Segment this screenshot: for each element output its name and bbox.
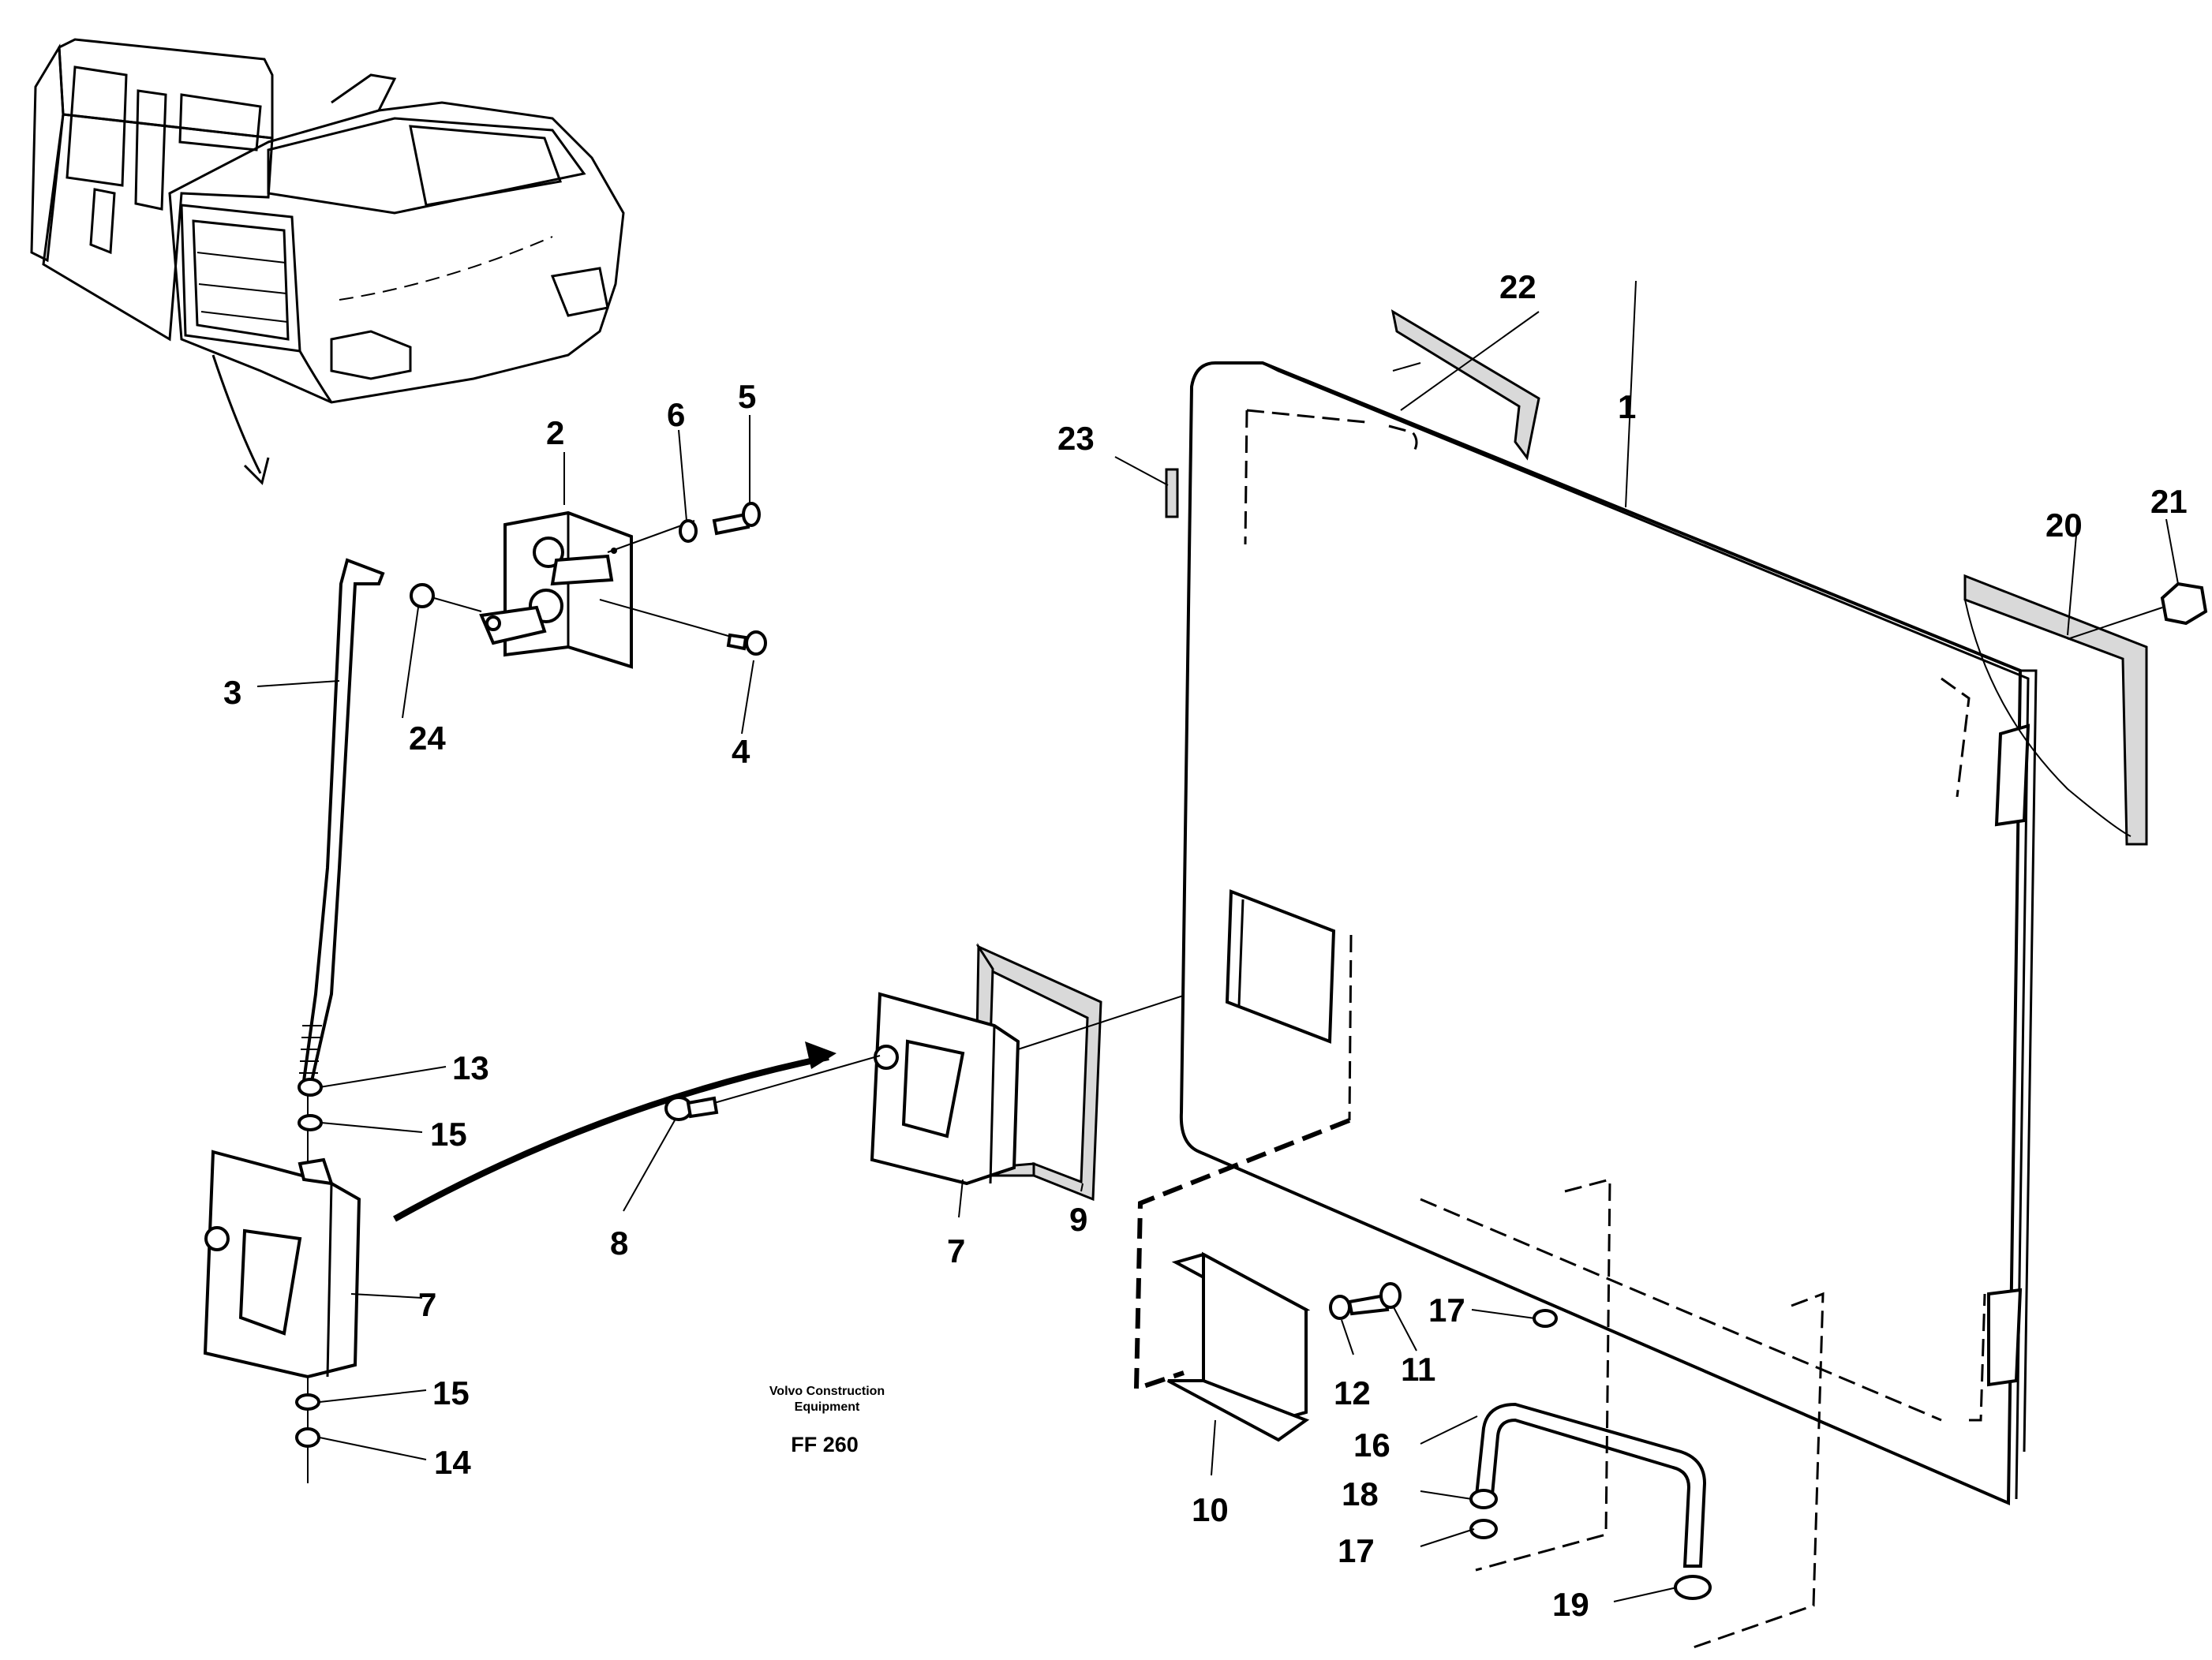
- callout-17-lower: 17: [1338, 1532, 1375, 1569]
- latch-assembly: [410, 502, 767, 669]
- callout-18: 18: [1342, 1475, 1379, 1512]
- callout-7-right: 7: [947, 1232, 965, 1269]
- movement-arrow: [393, 1041, 837, 1222]
- handle-left: [203, 1150, 361, 1379]
- callout-4: 4: [732, 733, 750, 770]
- callout-23: 23: [1057, 420, 1095, 457]
- callout-8: 8: [610, 1224, 628, 1262]
- pull-handle-assembly: [1469, 1178, 1825, 1651]
- callout-7-left: 7: [418, 1286, 436, 1323]
- callout-labels: 1 2 3 4 5 6 7 7 8 9 10 11 12 13 14 15 15…: [223, 268, 2188, 1623]
- callout-2: 2: [546, 414, 564, 451]
- caption-company-line1: Volvo Construction: [769, 1385, 885, 1398]
- callout-22: 22: [1499, 268, 1536, 305]
- callout-9: 9: [1069, 1201, 1087, 1238]
- door-panel: [1133, 361, 2038, 1506]
- callout-13: 13: [452, 1049, 489, 1086]
- callout-17-upper: 17: [1428, 1292, 1465, 1329]
- callout-11: 11: [1401, 1351, 1435, 1388]
- callout-21: 21: [2150, 483, 2188, 520]
- bracket-assembly: [1167, 1251, 1402, 1442]
- caption-company-line2: Equipment: [795, 1400, 860, 1414]
- handle-right: [664, 943, 1334, 1202]
- callout-5: 5: [738, 378, 756, 415]
- callout-14: 14: [434, 1444, 471, 1481]
- callout-1: 1: [1618, 388, 1636, 425]
- callout-10: 10: [1192, 1491, 1229, 1528]
- callout-6: 6: [667, 396, 685, 433]
- excavator-overview-illustration: [30, 38, 625, 485]
- callout-19: 19: [1552, 1586, 1589, 1623]
- diagram-caption: Volvo Construction Equipment FF 260: [769, 1385, 885, 1456]
- leader-lines: [256, 280, 2179, 1602]
- callout-24: 24: [409, 720, 446, 757]
- caption-figure-code: FF 260: [791, 1433, 859, 1456]
- callout-20: 20: [2045, 507, 2083, 544]
- callout-16: 16: [1353, 1426, 1390, 1464]
- callout-12: 12: [1334, 1374, 1371, 1411]
- callout-3: 3: [223, 674, 241, 711]
- callout-15-upper: 15: [430, 1116, 467, 1153]
- callout-15-lower: 15: [432, 1374, 470, 1411]
